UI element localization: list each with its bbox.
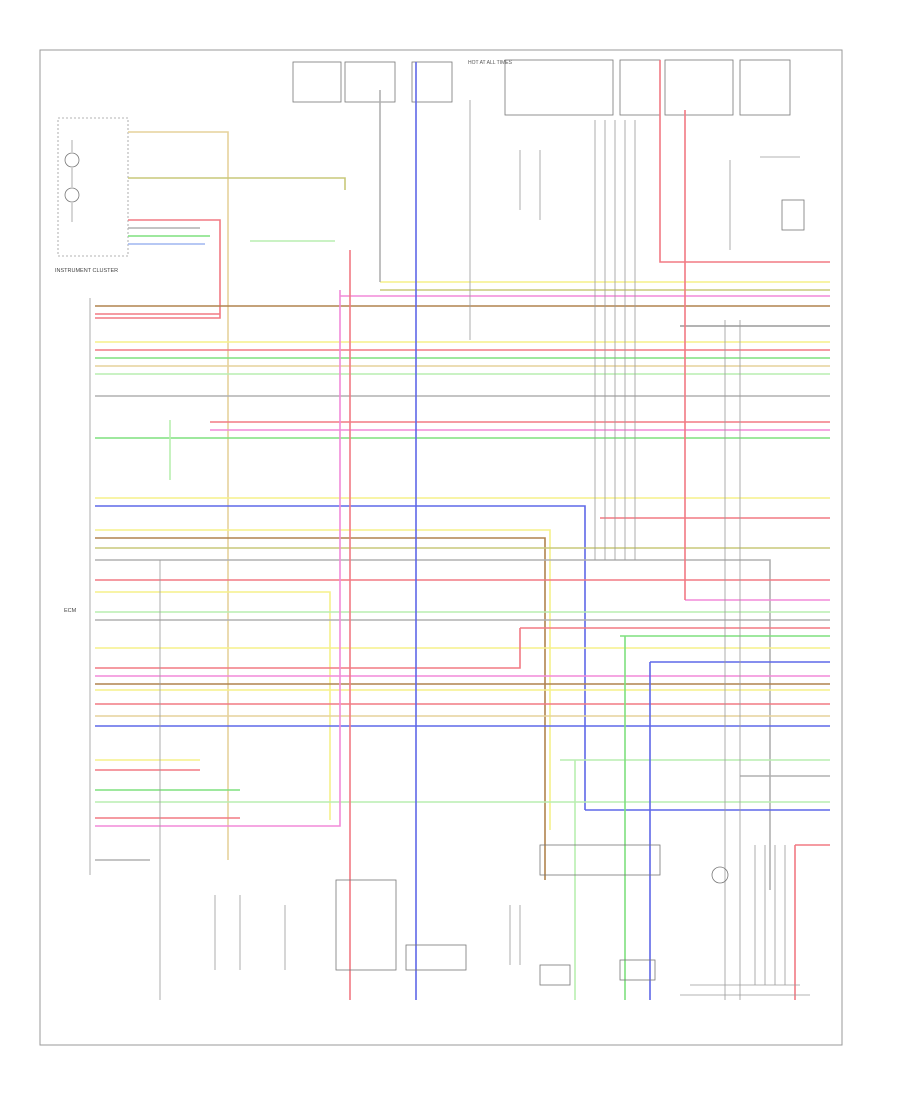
ecm-label: ECM: [64, 608, 77, 614]
header-modules: HOT AT ALL TIMES: [292, 59, 805, 231]
wire-bundle: [95, 60, 830, 1000]
ecm-block: ECM: [64, 298, 91, 875]
instrument-cluster-block: INSTRUMENT CLUSTER: [55, 117, 129, 274]
signal-lines: [159, 100, 741, 1000]
diagram-frame: [39, 49, 843, 1046]
hot-at-all-times-label: HOT AT ALL TIMES: [468, 60, 513, 66]
bottom-components: [214, 844, 810, 996]
instrument-cluster-label: INSTRUMENT CLUSTER: [55, 268, 118, 274]
